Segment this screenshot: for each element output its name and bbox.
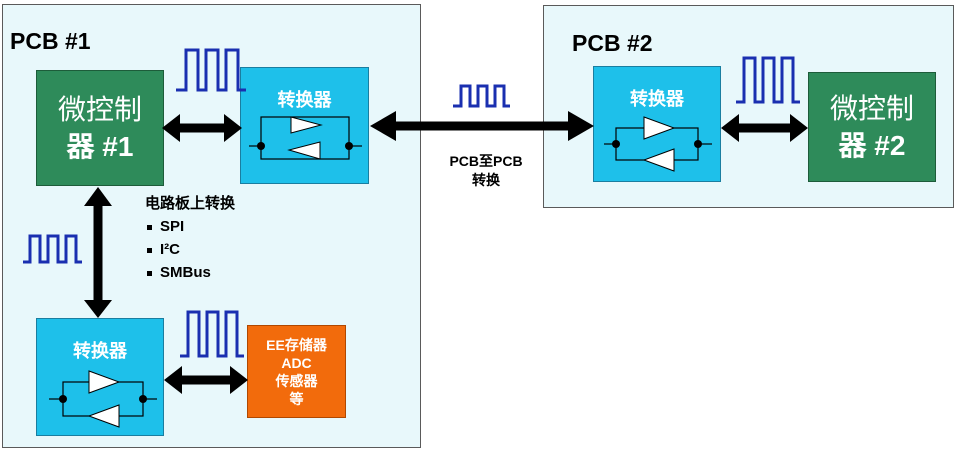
buffer-symbol-icon xyxy=(604,116,712,172)
list-item: SMBus xyxy=(145,261,235,284)
pulse-signal-icon xyxy=(736,56,800,104)
double-arrow-icon xyxy=(162,114,242,142)
peripheral-line3: 传感器 xyxy=(275,372,318,389)
converter-top-left: 转换器 xyxy=(240,67,369,184)
bullet-icon xyxy=(147,247,152,253)
pulse-signal-icon xyxy=(453,84,510,108)
list-item: I²C xyxy=(145,238,235,261)
pcb-1-label: PCB #1 xyxy=(10,28,91,54)
microcontroller-1: 微控制 器 #1 xyxy=(36,70,164,186)
list-item-label: SPI xyxy=(160,218,185,235)
pcb-2-label: PCB #2 xyxy=(572,30,653,56)
double-arrow-icon xyxy=(84,187,112,318)
pcb-link-label-line1: PCB至PCB xyxy=(449,153,523,169)
microcontroller-1-line1: 微控制 xyxy=(57,94,142,125)
list-item: SPI xyxy=(145,215,235,238)
peripheral-line4: 等 xyxy=(289,390,304,407)
pulse-signal-icon xyxy=(176,48,246,92)
double-arrow-icon xyxy=(721,114,808,142)
pulse-signal-icon xyxy=(23,234,82,264)
bullet-icon xyxy=(147,224,152,230)
converter-pcb2: 转换器 xyxy=(593,66,721,182)
buffer-symbol-icon xyxy=(49,370,157,428)
pulse-signal-icon xyxy=(180,310,244,358)
bullet-icon xyxy=(147,270,152,276)
peripheral-box: EE存储器 ADC 传感器 等 xyxy=(247,325,346,418)
microcontroller-2: 微控制 器 #2 xyxy=(808,72,936,182)
pcb-link-label: PCB至PCB 转换 xyxy=(430,152,542,190)
microcontroller-2-line1: 微控制 xyxy=(829,93,914,124)
converter-label: 转换器 xyxy=(73,341,127,361)
microcontroller-1-line2: 器 #1 xyxy=(66,131,134,162)
converter-label: 转换器 xyxy=(277,90,332,110)
double-arrow-icon xyxy=(370,111,594,141)
double-arrow-icon xyxy=(164,366,248,394)
list-item-label: SMBus xyxy=(160,264,211,281)
peripheral-line2: ADC xyxy=(281,354,312,371)
buffer-symbol-icon xyxy=(249,116,362,160)
onboard-conversion-list: 电路板上转换 SPI I²C SMBus xyxy=(145,192,235,284)
converter-bottom: 转换器 xyxy=(36,318,164,436)
converter-label: 转换器 xyxy=(630,89,684,109)
list-item-label: I²C xyxy=(160,241,180,258)
microcontroller-2-line2: 器 #2 xyxy=(838,130,906,161)
pcb-link-label-line2: 转换 xyxy=(472,172,500,188)
onboard-heading: 电路板上转换 xyxy=(145,195,236,212)
peripheral-line1: EE存储器 xyxy=(266,336,327,353)
